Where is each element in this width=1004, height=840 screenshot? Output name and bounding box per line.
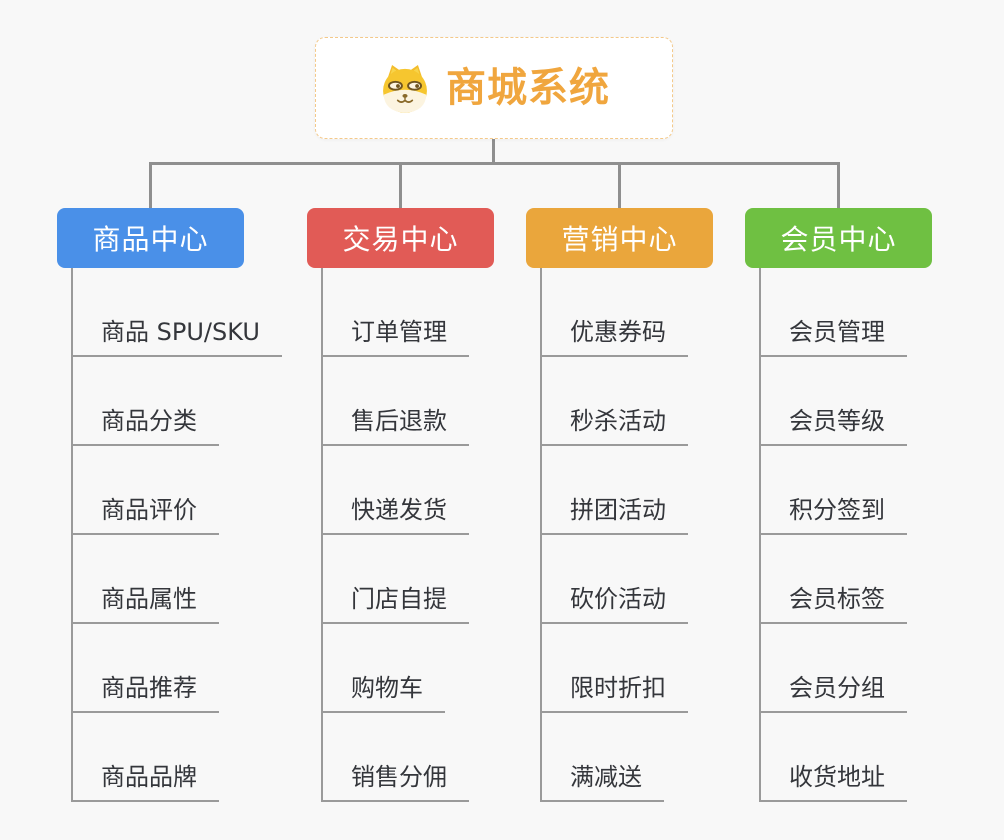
branch-node-product-center[interactable]: 商品中心 [57,208,244,268]
shiba-dog-icon [383,64,427,113]
connector-drop-products [149,162,152,209]
branch-children-trade-center: 订单管理 售后退款 快递发货 门店自提 购物车 销售分佣 [321,268,469,802]
leaf-node[interactable]: 限时折扣 [542,624,688,713]
leaf-node[interactable]: 商品品牌 [73,713,219,802]
branch-label: 会员中心 [780,223,897,256]
leaf-node[interactable]: 商品评价 [73,446,219,535]
connector-drop-marketing [618,162,621,209]
connector-horizontal-line [149,162,840,165]
connector-drop-trade [399,162,402,209]
branch-node-marketing-center[interactable]: 营销中心 [526,208,713,268]
leaf-node[interactable]: 会员标签 [761,535,907,624]
branch-children-marketing-center: 优惠券码 秒杀活动 拼团活动 砍价活动 限时折扣 满减送 [540,268,688,802]
leaf-node[interactable]: 会员管理 [761,268,907,357]
branch-children-member-center: 会员管理 会员等级 积分签到 会员标签 会员分组 收货地址 [759,268,907,802]
leaf-node[interactable]: 拼团活动 [542,446,688,535]
leaf-node[interactable]: 秒杀活动 [542,357,688,446]
leaf-node[interactable]: 商品 SPU/SKU [73,268,282,357]
leaf-node[interactable]: 商品分类 [73,357,219,446]
leaf-node[interactable]: 商品推荐 [73,624,219,713]
connector-root-stub [492,139,495,163]
page-title: 商城系统 [446,65,610,111]
leaf-node[interactable]: 商品属性 [73,535,219,624]
root-node-mall-system[interactable]: 商城系统 [315,37,673,139]
leaf-node[interactable]: 砍价活动 [542,535,688,624]
leaf-node[interactable]: 快递发货 [323,446,469,535]
branch-children-product-center: 商品 SPU/SKU 商品分类 商品评价 商品属性 商品推荐 商品品牌 [71,268,282,802]
leaf-node[interactable]: 门店自提 [323,535,469,624]
branch-label: 商品中心 [92,223,209,256]
branch-label: 交易中心 [342,223,459,256]
connector-drop-members [837,162,840,209]
leaf-node[interactable]: 优惠券码 [542,268,688,357]
leaf-node[interactable]: 会员等级 [761,357,907,446]
leaf-node[interactable]: 积分签到 [761,446,907,535]
leaf-node[interactable]: 售后退款 [323,357,469,446]
branch-label: 营销中心 [561,223,678,256]
leaf-node[interactable]: 销售分佣 [323,713,469,802]
branch-node-trade-center[interactable]: 交易中心 [307,208,494,268]
branch-node-member-center[interactable]: 会员中心 [745,208,932,268]
leaf-node[interactable]: 订单管理 [323,268,469,357]
leaf-node[interactable]: 购物车 [323,624,445,713]
leaf-node[interactable]: 收货地址 [761,713,907,802]
leaf-node[interactable]: 会员分组 [761,624,907,713]
leaf-node[interactable]: 满减送 [542,713,664,802]
